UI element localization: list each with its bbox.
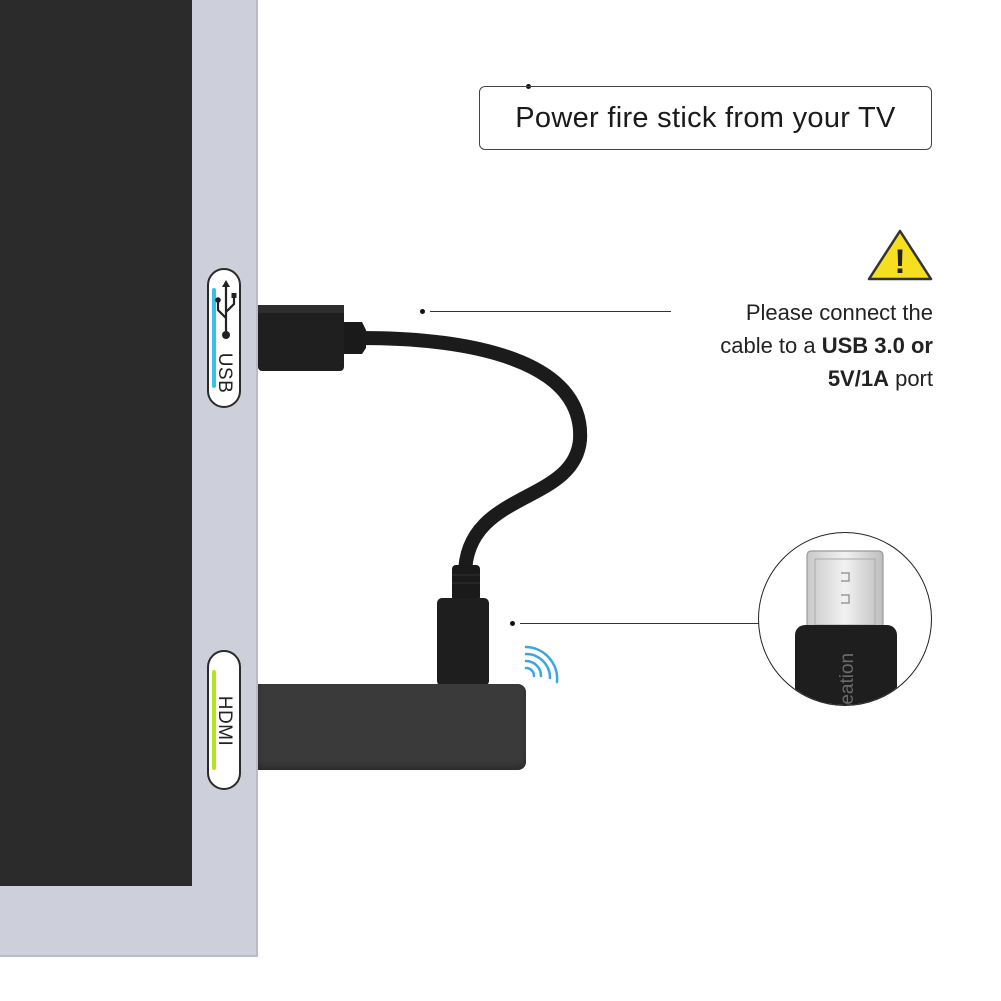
note-line-3-bold: 5V/1A xyxy=(827,366,889,391)
page-title: Power fire stick from your TV xyxy=(479,86,932,150)
note-line-2-prefix: cable to a xyxy=(720,333,822,358)
micro-usb-plug xyxy=(437,598,489,686)
note-line-3: 5V/1A port xyxy=(633,362,933,395)
wifi-signal-icon xyxy=(524,645,559,684)
micro-usb-leader-line xyxy=(520,623,798,624)
warning-symbol: ! xyxy=(894,243,905,281)
note-line-2: cable to a USB 3.0 or xyxy=(633,329,933,362)
usb-a-plug xyxy=(258,305,344,371)
fire-stick-device xyxy=(258,684,526,770)
usb-icon xyxy=(215,280,237,339)
note-line-2-bold: USB 3.0 or xyxy=(821,333,933,358)
magnifier-brand-text: reation xyxy=(837,653,858,706)
usb-leader-line xyxy=(430,311,671,312)
usb-leader-dot xyxy=(420,309,425,314)
hdmi-accent-bar xyxy=(212,670,216,770)
hdmi-port-label: HDMI xyxy=(207,650,241,790)
note-line-3-suffix: port xyxy=(888,366,933,391)
usb-accent-bar xyxy=(212,288,216,388)
micro-usb-closeup: reation xyxy=(795,550,897,706)
tv-screen xyxy=(0,0,192,886)
connection-note: Please connect the cable to a USB 3.0 or… xyxy=(633,296,933,395)
usb-port-label: USB xyxy=(207,268,241,408)
warning-triangle-icon: ! xyxy=(867,229,933,281)
micro-usb-leader-dot xyxy=(510,621,515,626)
note-line-1: Please connect the xyxy=(745,300,933,325)
micro-usb-magnifier: reation xyxy=(758,532,932,706)
